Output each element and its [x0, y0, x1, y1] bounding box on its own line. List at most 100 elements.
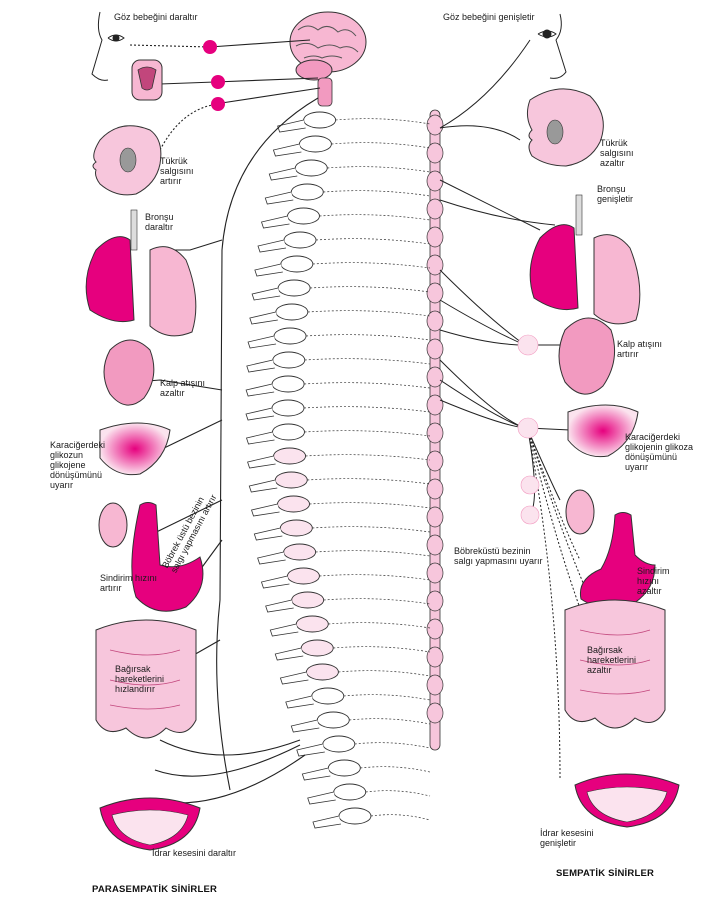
chain-ganglion: [426, 310, 444, 332]
vertebra-process: [272, 143, 302, 157]
vertebra-process: [246, 359, 275, 373]
chain-ganglion: [426, 702, 444, 724]
left-bladder: [99, 797, 201, 851]
spinal-fiber: [338, 670, 431, 677]
para-bronchi-label: Bronşu daraltır: [145, 212, 174, 232]
chain-ganglion: [426, 338, 444, 360]
vertebra: [271, 399, 305, 417]
vertebra: [294, 159, 328, 177]
symp-digestion-label: Sindirim hızını azaltır: [637, 566, 670, 596]
chain-ganglion: [426, 282, 444, 304]
spinal-fiber: [354, 742, 431, 749]
brain: [289, 11, 367, 107]
vertebra: [279, 519, 313, 537]
vertebra: [273, 447, 307, 465]
spinal-fiber: [331, 142, 431, 149]
vertebra-process: [307, 791, 336, 805]
spinal-fiber: [315, 550, 431, 557]
spinal-fiber: [309, 502, 431, 509]
vertebra: [298, 135, 332, 153]
vertebra: [273, 327, 307, 345]
symp-intestine-label: Bağırsak hareketlerini azaltır: [587, 645, 637, 675]
chain-ganglion: [426, 422, 444, 444]
symp-liver-label: Karaciğerdeki glikojenin glikoza dönüşüm…: [625, 432, 694, 472]
vertebra: [327, 759, 361, 777]
spinal-fiber: [335, 118, 431, 125]
vertebra-process: [253, 527, 283, 541]
chain-ganglion: [426, 618, 444, 640]
vertebra-process: [251, 287, 281, 301]
spinal-fiber: [323, 190, 431, 197]
spine-to-chain-fibers: [303, 118, 431, 821]
right-bladder: [574, 773, 680, 828]
vertebra: [305, 663, 339, 681]
vertebra: [287, 207, 320, 225]
left-liver: [99, 422, 171, 476]
vertebra-process: [264, 191, 294, 205]
vertebra-process: [247, 335, 277, 349]
spinal-fiber: [303, 406, 431, 413]
right-kidney: [565, 489, 595, 535]
chain-ganglion: [426, 646, 444, 668]
spinal-fiber: [327, 166, 431, 173]
symp-saliva-label: Tükrük salgısını azaltır: [600, 138, 634, 168]
chain-ganglion: [426, 366, 444, 388]
spinal-fiber: [365, 790, 431, 797]
sympathetic-title: SEMPATİK SİNİRLER: [556, 868, 655, 879]
vertebra: [291, 591, 325, 609]
left-intestines: [95, 619, 197, 739]
right-heart: [558, 317, 616, 395]
vertebra: [303, 111, 337, 129]
vertebra-process: [257, 239, 287, 253]
vertebra-process: [260, 575, 290, 589]
spinal-fiber: [307, 310, 431, 317]
left-head-profile: [92, 125, 162, 196]
vertebra-process: [248, 479, 278, 493]
chain-ganglion: [426, 114, 444, 136]
chain-ganglion: [426, 562, 444, 584]
chain-ganglion: [426, 674, 444, 696]
spinal-fiber: [319, 574, 431, 581]
spinal-fiber: [323, 598, 431, 605]
right-lungs: [529, 194, 641, 325]
chain-ganglion: [426, 590, 444, 612]
vertebra: [272, 351, 306, 369]
symp-eye-label: Göz bebeğini genişletir: [443, 12, 535, 22]
spinal-fiber: [304, 358, 431, 365]
para-digestion-label: Sindirim hızını artırır: [100, 573, 158, 593]
vertebra-process: [245, 407, 275, 421]
left-heart: [103, 339, 155, 406]
left-eye-face: [91, 11, 125, 81]
vertebra-process: [285, 695, 314, 709]
vertebra-process: [265, 599, 294, 613]
parasympathetic-nodes: [203, 40, 225, 111]
sympathetic-ganglia-nodes: [517, 334, 540, 525]
spinal-fiber: [312, 262, 431, 269]
chain-ganglion: [426, 142, 444, 164]
chain-ganglion: [426, 198, 444, 220]
vertebra-process: [251, 503, 280, 517]
spinal-fiber: [349, 718, 431, 725]
spinal-fiber: [304, 430, 431, 437]
vertebra-process: [274, 647, 304, 661]
vertebra-process: [249, 311, 278, 325]
vertebra: [272, 423, 305, 441]
symp-bronchi-label: Bronşu genişletir: [597, 184, 634, 204]
vertebra: [311, 687, 345, 705]
vertebra: [338, 807, 372, 825]
left-stomach: [131, 502, 204, 612]
spinal-fiber: [360, 766, 431, 773]
para-bladder-label: İdrar kesesini daraltır: [152, 848, 237, 858]
vertebra-process: [245, 431, 275, 445]
symp-heart-label: Kalp atışını artırır: [617, 339, 663, 359]
parasympathetic-title: PARASEMPATİK SİNİRLER: [92, 884, 218, 895]
spinal-fiber: [312, 526, 431, 533]
para-intestine-label: Bağırsak hareketlerini hızlandırır: [115, 664, 165, 694]
vertebra: [295, 615, 329, 633]
vertebral-column: [245, 111, 372, 829]
spinal-fiber: [328, 622, 431, 629]
spinal-fiber: [333, 646, 431, 653]
vertebra-process: [290, 719, 320, 733]
spinal-fiber: [307, 478, 431, 485]
